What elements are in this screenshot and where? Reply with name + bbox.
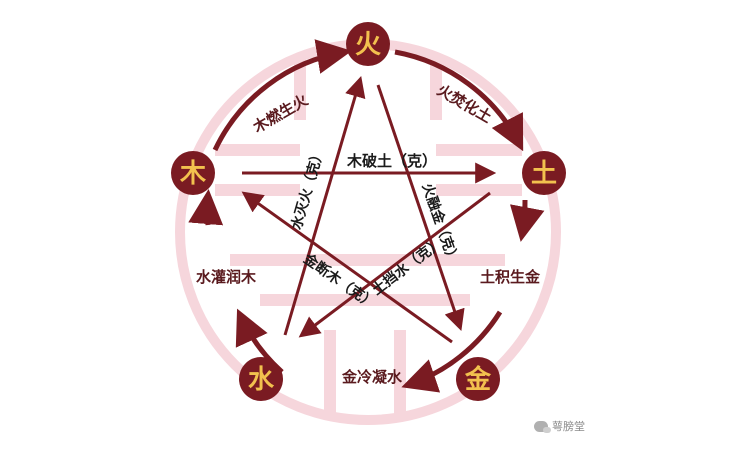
watermark: 萼膀堂: [534, 418, 585, 434]
node-metal: 金: [456, 357, 500, 401]
background-seal: [175, 39, 561, 425]
node-fire-label: 火: [355, 30, 381, 60]
node-wood-label: 木: [179, 159, 206, 189]
arrow-water-to-fire: [283, 75, 366, 336]
node-water-label: 水: [248, 365, 275, 395]
label-water-wood: 水灌润木: [196, 268, 257, 286]
arc-water-to-wood-upper: [188, 189, 224, 226]
label-metal-water: 金冷凝水: [341, 368, 403, 386]
node-fire: 火: [346, 22, 390, 66]
controlling-cycle-lines: [241, 75, 497, 344]
label-earth-metal: 土积生金: [480, 268, 541, 286]
node-wood: 木: [171, 151, 215, 195]
arc-wood-to-fire: [212, 39, 352, 152]
label-wood-earth: 木破土（克）: [346, 152, 437, 170]
arc-earth-to-metal: [509, 199, 545, 242]
node-earth-label: 土: [531, 159, 557, 189]
generating-cycle-arcs: [188, 39, 545, 393]
watermark-text: 萼膀堂: [552, 420, 585, 433]
arc-fire-to-earth: [394, 49, 524, 152]
label-earth-water: 土挡水（克）: [369, 234, 446, 298]
arrow-fire-to-metal: [376, 84, 465, 331]
node-metal-label: 金: [464, 364, 492, 395]
wechat-icon: [534, 420, 551, 433]
node-earth: 土: [522, 151, 566, 195]
arrow-earth-to-water: [298, 191, 491, 338]
arc-metal-to-water: [401, 310, 503, 393]
arrow-metal-to-wood: [241, 191, 453, 344]
node-water: 水: [239, 357, 283, 401]
